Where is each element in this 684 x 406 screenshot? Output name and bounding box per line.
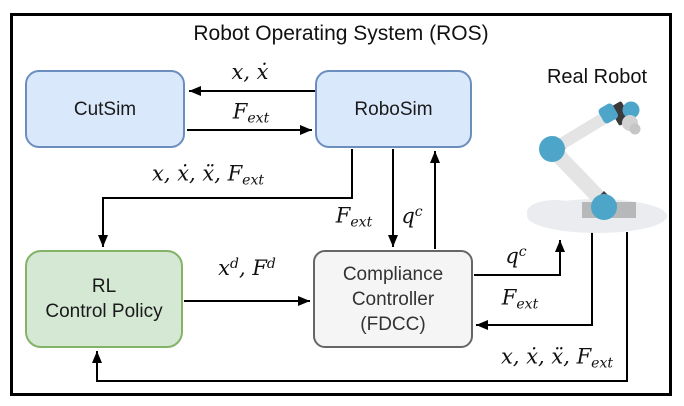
fext-subscript: ext bbox=[591, 355, 613, 372]
real-robot-caption: Real Robot bbox=[546, 66, 648, 88]
robot-lower-arm-link bbox=[546, 143, 612, 211]
edge-label-state-feedback-sim: x, ẋ, ẍ, Fext bbox=[152, 162, 264, 189]
block-cc-label-line2: Controller bbox=[351, 288, 435, 310]
qc-superscript: c bbox=[518, 244, 527, 260]
arrow-robot-to-cc-fext bbox=[476, 232, 593, 330]
fext-base: F bbox=[232, 99, 248, 124]
block-rl-label-line2: Control Policy bbox=[45, 301, 163, 322]
pose-velocity-text: x, ẋ bbox=[231, 60, 269, 84]
block-cutsim-label: CutSim bbox=[73, 98, 137, 120]
xd-superscript: d bbox=[229, 256, 239, 272]
fext-subscript: ext bbox=[247, 110, 270, 127]
block-robosim: RoboSim bbox=[315, 70, 472, 148]
xd-base: x bbox=[218, 256, 230, 280]
edge-label-fext-cutsim: Fext bbox=[233, 100, 269, 127]
qc-superscript: c bbox=[414, 204, 423, 220]
edge-label-desired-xd-fd: xd, Fd bbox=[218, 256, 276, 280]
arrow-robot-to-rl-policy-state bbox=[92, 232, 628, 382]
robot-elbow-joint bbox=[539, 136, 565, 162]
block-robosim-label: RoboSim bbox=[354, 98, 433, 120]
robot-arm-illustration bbox=[527, 101, 667, 233]
state-prefix: x, ẋ, ẍ, bbox=[152, 161, 228, 186]
robot-end-effector-tip bbox=[629, 123, 641, 135]
arrow-robosim-to-rl-policy bbox=[98, 149, 353, 247]
block-cc-label-line3: (FDCC) bbox=[360, 313, 426, 335]
block-compliance-controller: Compliance Controller (FDCC) bbox=[313, 250, 473, 348]
arrow-cc-to-robot-qc bbox=[474, 240, 565, 276]
edge-label-fext-to-cc: Fext bbox=[336, 204, 372, 231]
fext-base: F bbox=[227, 161, 243, 186]
edge-label-pose-velocity: x, ẋ bbox=[231, 60, 268, 84]
robot-wrist-joint bbox=[598, 103, 618, 124]
block-rl-control-policy: RL Control Policy bbox=[25, 250, 183, 348]
block-cutsim: CutSim bbox=[25, 70, 185, 148]
edge-label-state-feedback-robot: x, ẋ, ẍ, Fext bbox=[501, 345, 613, 372]
qc-base: q bbox=[505, 244, 519, 268]
fext-base: F bbox=[576, 344, 592, 369]
fext-subscript: ext bbox=[242, 172, 264, 189]
fext-subscript: ext bbox=[350, 214, 373, 231]
separator-comma: , bbox=[238, 256, 253, 280]
block-rl-label-line1: RL bbox=[91, 276, 117, 297]
fd-base: F bbox=[252, 256, 267, 280]
state-prefix: x, ẋ, ẍ, bbox=[501, 344, 577, 369]
edge-label-fext-from-robot: Fext bbox=[502, 286, 538, 313]
fd-superscript: d bbox=[266, 256, 276, 272]
diagram-title: Robot Operating System (ROS) bbox=[193, 22, 489, 45]
robot-table-blob-extension bbox=[527, 200, 583, 224]
robot-base-joint bbox=[591, 194, 617, 220]
fext-subscript: ext bbox=[516, 296, 539, 313]
robot-wrist-cap-joint bbox=[622, 101, 640, 119]
robot-upper-arm-link bbox=[552, 108, 617, 152]
qc-base: q bbox=[401, 204, 415, 228]
fext-base: F bbox=[335, 203, 351, 228]
edge-label-qc-to-robosim: qc bbox=[401, 204, 422, 228]
fext-base: F bbox=[501, 285, 517, 310]
block-cc-label-line1: Compliance bbox=[342, 263, 444, 285]
edge-label-qc-to-robot: qc bbox=[505, 244, 526, 268]
